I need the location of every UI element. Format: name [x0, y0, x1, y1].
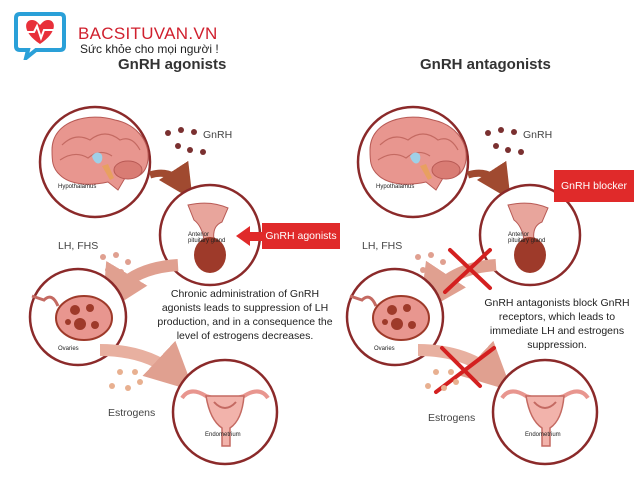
right-arrow-pituitary-ovaries [419, 259, 497, 314]
right-panel [345, 105, 599, 466]
left-estrogen-dots [109, 369, 143, 391]
left-lh-fhs-label: LH, FHS [58, 240, 99, 252]
right-ovaries-label: Ovaries [374, 346, 395, 352]
right-brain-icon [369, 116, 467, 191]
brand-name: BACSITUVAN.VN [78, 24, 218, 43]
right-cross-icon-2 [434, 346, 496, 394]
left-estrogens-label: Estrogens [108, 407, 156, 419]
left-uterus-icon [180, 389, 270, 447]
right-gnrh-blocker-tag: GnRH blocker [554, 170, 634, 202]
left-pituitary-label: Anterior pituitary gland [188, 232, 226, 244]
right-lh-dots [415, 252, 446, 275]
left-ovaries-label: Ovaries [58, 346, 79, 352]
left-pituitary-icon [187, 202, 229, 273]
right-arrow-ovaries-uterus [417, 340, 513, 392]
right-gnrh-dots [485, 127, 524, 155]
left-gnrh-dots [165, 127, 206, 155]
left-gnrh-label: GnRH [203, 129, 233, 141]
right-cross-icon-1 [443, 248, 492, 294]
right-endometrium-label: Endometrium [525, 432, 561, 438]
right-description: GnRH antagonists block GnRH receptors, w… [484, 297, 630, 351]
right-gnrh-label: GnRH [523, 129, 553, 141]
right-estrogens-label: Estrogens [428, 412, 476, 424]
left-panel [28, 105, 279, 466]
right-pituitary-label: Anterior pituitary gland [508, 232, 546, 244]
left-hypothalamus-label: Hypothalamus [58, 184, 97, 190]
left-brain-icon [51, 116, 149, 191]
left-arrow-brain-pituitary [148, 160, 193, 200]
right-uterus-icon [500, 389, 590, 447]
left-arrow-ovaries-uterus [99, 340, 195, 392]
left-lh-dots [100, 252, 131, 275]
right-hypothalamus-label: Hypothalamus [376, 184, 415, 190]
right-estrogen-dots [425, 369, 459, 391]
left-tag-shaft [249, 232, 263, 241]
left-panel-title: GnRH agonists [118, 56, 227, 73]
right-arrow-brain-pituitary [466, 160, 511, 200]
heart-logo-icon [14, 12, 66, 60]
right-ovary-icon [349, 294, 430, 341]
left-tag-arrowhead [236, 226, 250, 246]
left-gnrh-agonists-tag: GnRH agonists [262, 223, 340, 249]
brand-tagline: Sức khỏe cho mọi người ! [80, 42, 219, 56]
right-lh-fhs-label: LH, FHS [362, 240, 403, 252]
left-ovary-icon [31, 294, 113, 341]
left-endometrium-label: Endometrium [205, 432, 241, 438]
right-pituitary-icon [507, 202, 549, 273]
left-description: Chronic administration of GnRH agonists … [157, 288, 333, 342]
right-panel-title: GnRH antagonists [420, 56, 551, 73]
